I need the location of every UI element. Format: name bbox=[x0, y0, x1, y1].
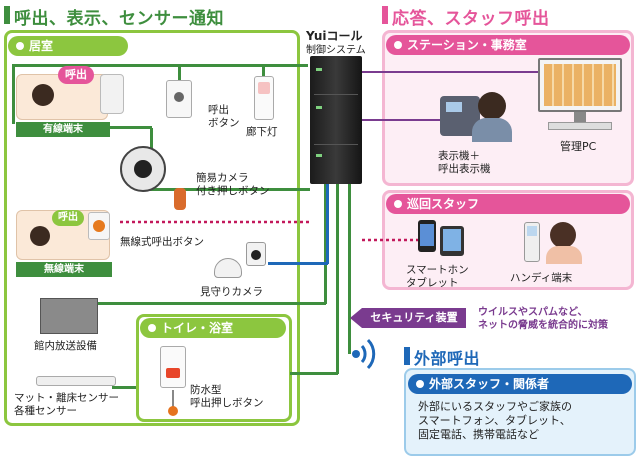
handy-terminal-screen-icon bbox=[527, 226, 537, 236]
camera-with-button-device bbox=[120, 146, 166, 192]
admin-pc-screen-grid-icon bbox=[544, 64, 616, 106]
system-brand: Yuiコール bbox=[306, 29, 363, 43]
left-section-title: 呼出、表示、センサー通知 bbox=[14, 9, 224, 29]
line-watch-camera-up bbox=[326, 184, 329, 264]
display-unit-label: 表示機＋ 呼出表示機 bbox=[438, 150, 491, 175]
wireless-button-icon bbox=[93, 220, 105, 232]
control-system-tower bbox=[310, 56, 362, 184]
pull-cord-handle-icon bbox=[168, 406, 178, 416]
hallway-light-lamp-icon bbox=[258, 82, 270, 94]
mat-sensor-device bbox=[36, 376, 116, 386]
toilet-pill: トイレ・浴室 bbox=[140, 318, 286, 338]
watch-camera-label: 見守りカメラ bbox=[200, 286, 263, 298]
admin-pc-keyboard bbox=[548, 122, 612, 130]
pa-speaker-device bbox=[40, 298, 98, 334]
right-section-title: 応答、スタッフ呼出 bbox=[392, 9, 550, 29]
waterproof-button-icon bbox=[166, 368, 180, 378]
tablet-screen-icon bbox=[443, 229, 461, 251]
line-call-button-drop bbox=[178, 64, 181, 80]
pull-cord-icon bbox=[172, 390, 174, 408]
handy-terminal-label: ハンディ端末 bbox=[510, 272, 573, 284]
pendant-button-icon bbox=[174, 188, 186, 210]
line-sys-down-1 bbox=[324, 184, 327, 304]
line-sensor bbox=[112, 386, 136, 389]
line-hallway-drop bbox=[262, 64, 265, 76]
waterproof-button-device bbox=[160, 346, 186, 388]
wireless-call-button-label: 無線式呼出ボタン bbox=[120, 236, 204, 248]
line-main-horizontal bbox=[12, 64, 308, 67]
admin-pc-stand bbox=[574, 112, 586, 122]
call-badge-1: 呼出 bbox=[58, 66, 94, 84]
camera-lens-icon bbox=[134, 160, 152, 178]
line-camera-to-sys bbox=[150, 188, 310, 191]
line-wired-drop bbox=[12, 64, 15, 124]
security-note: ウイルスやスパムなど、 ネットの脅威を統合的に対策 bbox=[478, 307, 608, 331]
patrol-pill: 巡回スタッフ bbox=[386, 194, 630, 214]
watch-camera-lens-icon bbox=[251, 250, 261, 260]
admin-pc-label: 管理PC bbox=[560, 140, 597, 153]
station-pill: ステーション・事務室 bbox=[386, 35, 630, 55]
waterproof-button-label: 防水型 呼出押しボタン bbox=[190, 384, 264, 409]
staff-operator-body-icon bbox=[472, 118, 512, 142]
external-description: 外部にいるスタッフやご家族の スマートフォン、タブレット、 固定電話、携帯電話な… bbox=[418, 400, 572, 441]
external-section-marker bbox=[404, 347, 410, 365]
call-button-label: 呼出 ボタン bbox=[208, 104, 240, 129]
line-sys-down-2 bbox=[336, 184, 339, 374]
hallway-light-label: 廊下灯 bbox=[246, 126, 278, 138]
line-watch-camera bbox=[268, 262, 328, 265]
wireless-terminal-label: 無線端末 bbox=[16, 262, 112, 277]
call-badge-2: 呼出 bbox=[52, 210, 84, 226]
patient-head-icon bbox=[32, 84, 54, 106]
left-section-marker bbox=[4, 6, 10, 24]
call-button-knob-icon bbox=[174, 92, 184, 102]
security-device-badge: セキュリティ装置 bbox=[362, 308, 466, 328]
line-wired-to-camera bbox=[110, 126, 152, 129]
line-pa-system bbox=[98, 302, 326, 305]
wired-terminal-device bbox=[100, 74, 124, 114]
watch-camera-dome bbox=[214, 258, 242, 278]
pa-system-label: 館内放送設備 bbox=[34, 340, 97, 352]
patrol-staff-body-icon bbox=[546, 246, 582, 264]
right-section-marker bbox=[382, 6, 388, 24]
line-toilet-to-sys bbox=[290, 372, 338, 375]
patrol-staff-icon bbox=[550, 222, 576, 248]
wired-terminal-label: 有線端末 bbox=[16, 122, 110, 137]
desk-phone-screen-icon bbox=[446, 102, 462, 112]
smartphone-label: スマートホン タブレット bbox=[406, 264, 469, 289]
camera-with-button-label: 簡易カメラ 付き押しボタン bbox=[196, 172, 270, 197]
mat-sensor-label: マット・離床センサー 各種センサー bbox=[14, 392, 119, 417]
patient-head-icon-2 bbox=[30, 226, 50, 246]
external-pill: 外部スタッフ・関係者 bbox=[408, 374, 632, 394]
line-sys-down-3 bbox=[348, 184, 351, 354]
external-section-title: 外部呼出 bbox=[414, 349, 481, 368]
room-pill: 居室 bbox=[8, 36, 128, 56]
system-name: 制御システム bbox=[306, 45, 366, 56]
staff-operator-icon bbox=[478, 92, 506, 120]
smartphone-screen-icon bbox=[420, 224, 434, 246]
